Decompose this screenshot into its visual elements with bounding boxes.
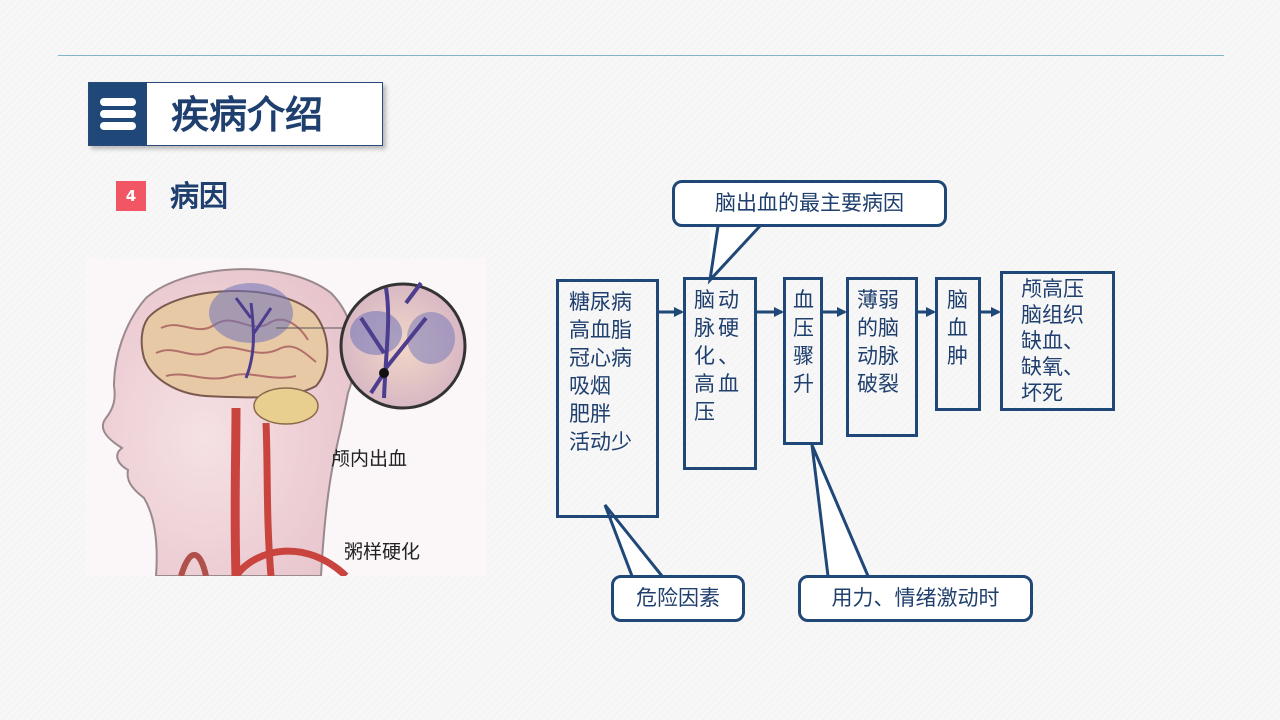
hemorrhage-label: 颅内出血 (331, 448, 408, 470)
risk-factor-callout: 危险因素 (611, 575, 745, 622)
section-number-badge: 4 (116, 181, 146, 211)
atherosclerosis-label: 粥样硬化 (344, 541, 421, 563)
atherosclerosis-box: 脑动 脉硬 化、 高血 压 (683, 277, 757, 470)
hematoma-box: 脑 血 肿 (935, 277, 981, 411)
section-title-box: 疾病介绍 (88, 82, 383, 146)
trigger-callout: 用力、情绪激动时 (798, 575, 1033, 622)
weak-artery-box: 薄弱 的脑 动脉 破裂 (846, 277, 918, 437)
page-title: 疾病介绍 (171, 93, 324, 137)
menu-icon (89, 83, 147, 145)
brain-hemorrhage-illustration: 颅内出血 粥样硬化 (86, 258, 486, 579)
section-subtitle: 病因 (170, 179, 229, 213)
bp-spike-box: 血 压 骤 升 (783, 277, 823, 445)
outcome-box: 颅高压 脑组织 缺血、 缺氧、 坏死 (1000, 271, 1115, 411)
risk-factors-box: 糖尿病 高血脂 冠心病 吸烟 肥胖 活动少 (556, 279, 659, 518)
top-divider (58, 55, 1224, 56)
main-cause-callout: 脑出血的最主要病因 (672, 180, 947, 227)
